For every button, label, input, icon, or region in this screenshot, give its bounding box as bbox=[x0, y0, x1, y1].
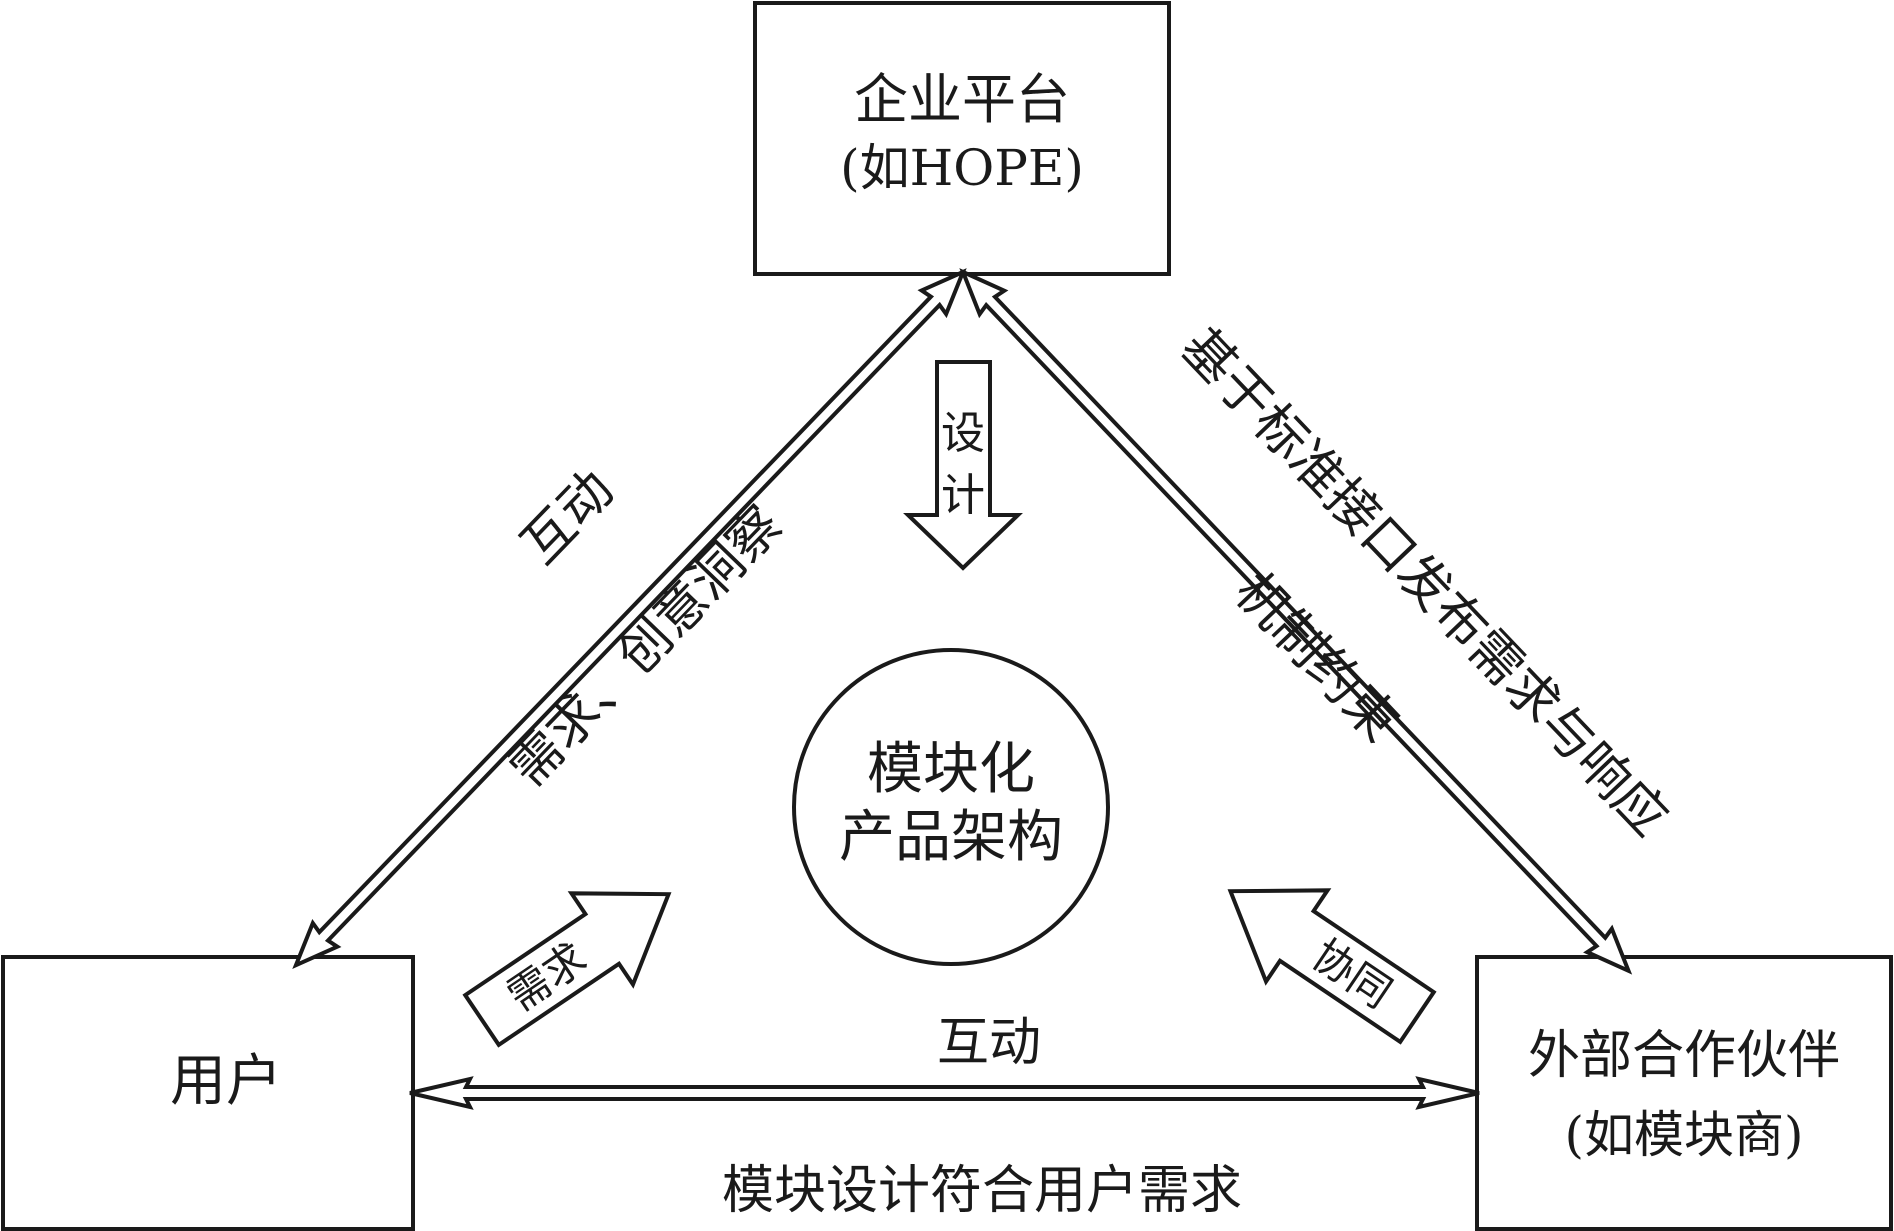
design-arrow: 设 计 bbox=[903, 360, 1023, 571]
user-box: 用户 bbox=[1, 955, 415, 1231]
bottom-edge-label-lower: 模块设计符合用户需求 bbox=[722, 1161, 1242, 1221]
user-label: 用户 bbox=[170, 1049, 282, 1114]
collaboration-arrow: 协同 bbox=[1227, 888, 1437, 1045]
platform-box: 企业平台 (如HOPE) bbox=[753, 1, 1171, 276]
partner-title: 外部合作伙伴 bbox=[1528, 1026, 1840, 1086]
design-arrow-char2: 计 bbox=[941, 470, 985, 521]
demand-arrow: 需求 bbox=[462, 891, 672, 1048]
bottom-double-arrow bbox=[409, 1076, 1480, 1110]
partner-subtitle: (如模块商) bbox=[1564, 1106, 1803, 1164]
right-double-arrow bbox=[959, 268, 1633, 975]
left-edge-label-upper: 互动 bbox=[510, 459, 625, 576]
platform-subtitle: (如HOPE) bbox=[840, 139, 1084, 197]
platform-title: 企业平台 bbox=[854, 68, 1070, 131]
center-line2: 产品架构 bbox=[839, 805, 1063, 870]
left-double-arrow bbox=[292, 268, 967, 970]
right-edge-label-lower: 机制约束 bbox=[1223, 562, 1410, 754]
center-line1: 模块化 bbox=[867, 737, 1035, 802]
partner-box: 外部合作伙伴 (如模块商) bbox=[1475, 955, 1893, 1231]
center-node: 模块化 产品架构 bbox=[792, 648, 1110, 966]
design-arrow-char1: 设 bbox=[941, 408, 985, 459]
bottom-edge-label-upper: 互动 bbox=[937, 1013, 1041, 1073]
